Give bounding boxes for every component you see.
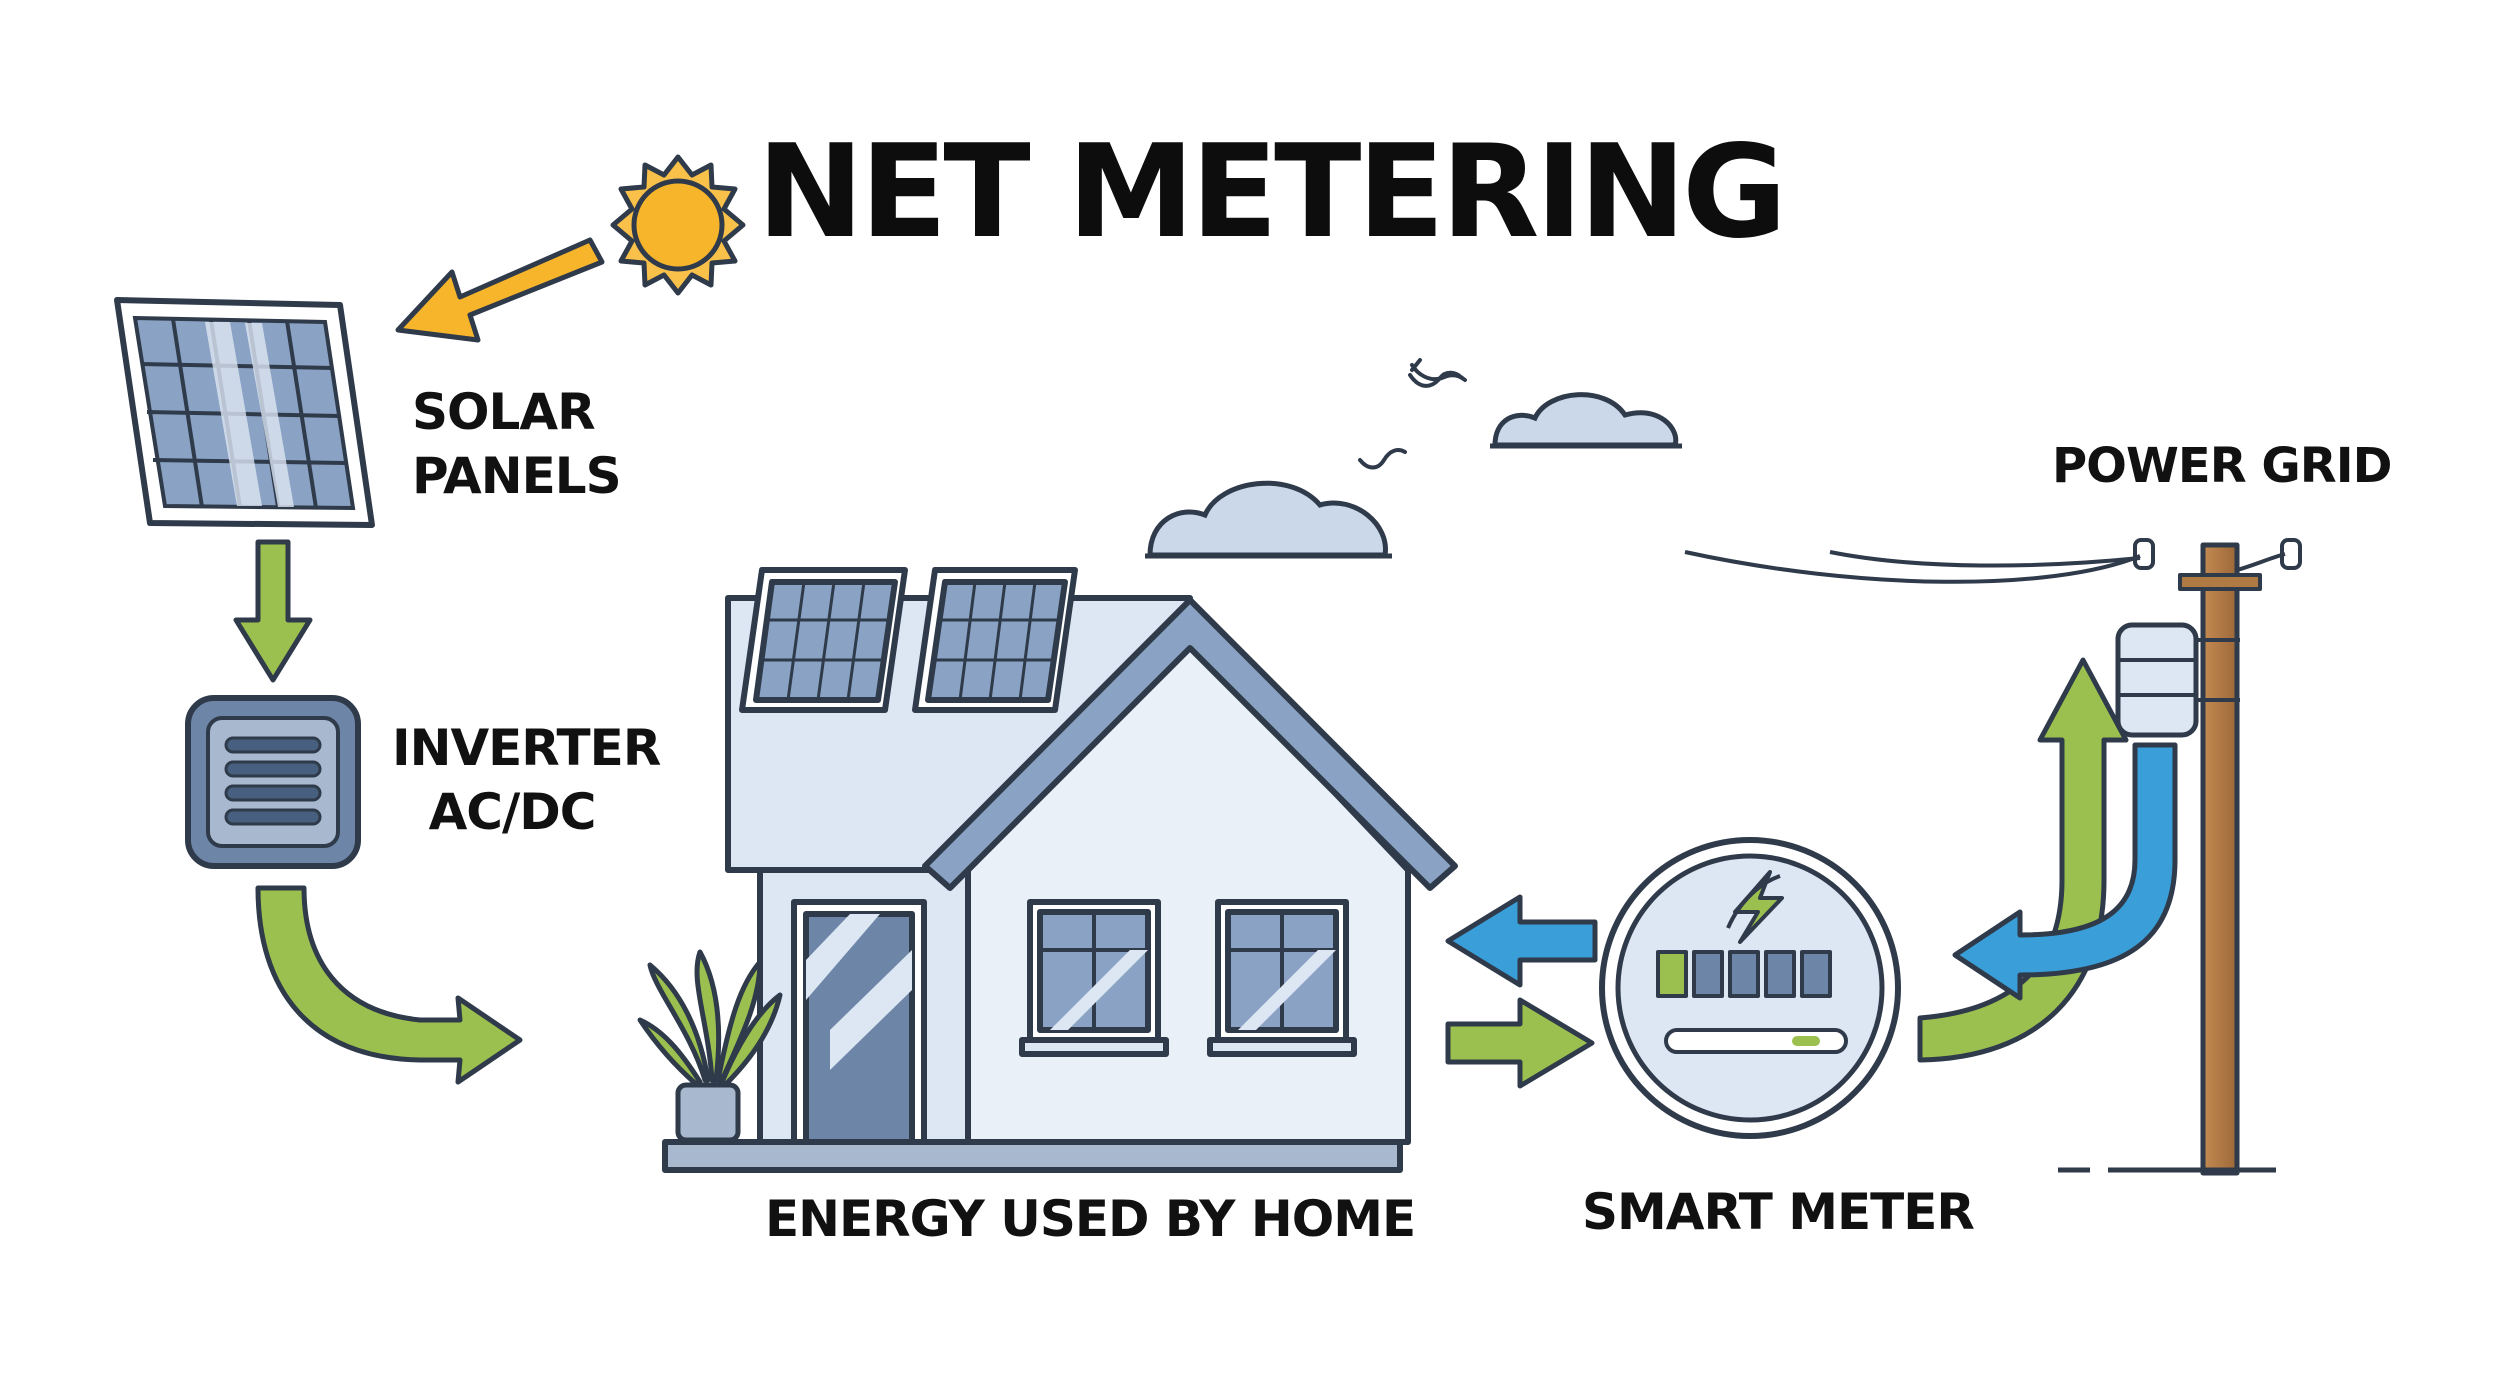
home-to-meter-arrow <box>1445 997 1595 1089</box>
plant-icon <box>637 949 783 1143</box>
inverter-to-home-arrow <box>255 885 523 1085</box>
window <box>1207 899 1357 1057</box>
solar-panels-label: SOLAR PANELS <box>412 380 622 508</box>
smart-meter-label: SMART METER <box>1582 1183 1975 1241</box>
inverter-icon <box>185 695 361 869</box>
grid-to-meter-arrow <box>1952 742 2178 1001</box>
lightning-bolt-icon <box>1726 870 1784 944</box>
cloud-icon <box>1490 392 1682 449</box>
inverter-label-line2: AC/DC <box>428 783 597 841</box>
power-line <box>1684 550 2286 584</box>
bird-icon <box>1410 363 1467 382</box>
sunlight-arrow <box>395 237 605 343</box>
inverter-label: INVERTER AC/DC <box>392 716 661 844</box>
power-grid-label: POWER GRID <box>2052 438 2392 494</box>
meter-to-home-arrow <box>1445 894 1598 988</box>
solar-panel-icon <box>114 297 375 528</box>
panel-to-inverter-arrow <box>233 539 313 683</box>
cloud-icon <box>1145 480 1392 559</box>
window <box>1019 899 1169 1057</box>
smart-meter-icon <box>1599 837 1901 1139</box>
sun-icon <box>610 154 746 296</box>
meter-to-grid-arrow <box>1917 657 2129 1063</box>
roof-solar-panel-icon <box>739 567 908 713</box>
roof-solar-panel-icon <box>912 567 1078 713</box>
inverter-label-line1: INVERTER <box>392 719 661 777</box>
page-title: NET METERING <box>756 118 1787 267</box>
solar-panels-label-line2: PANELS <box>412 447 622 505</box>
solar-panels-label-line1: SOLAR <box>412 383 596 441</box>
energy-used-by-home-label: ENERGY USED BY HOME <box>765 1190 1416 1248</box>
utility-pole-icon <box>2058 538 2302 1176</box>
house-icon <box>662 567 1458 1173</box>
